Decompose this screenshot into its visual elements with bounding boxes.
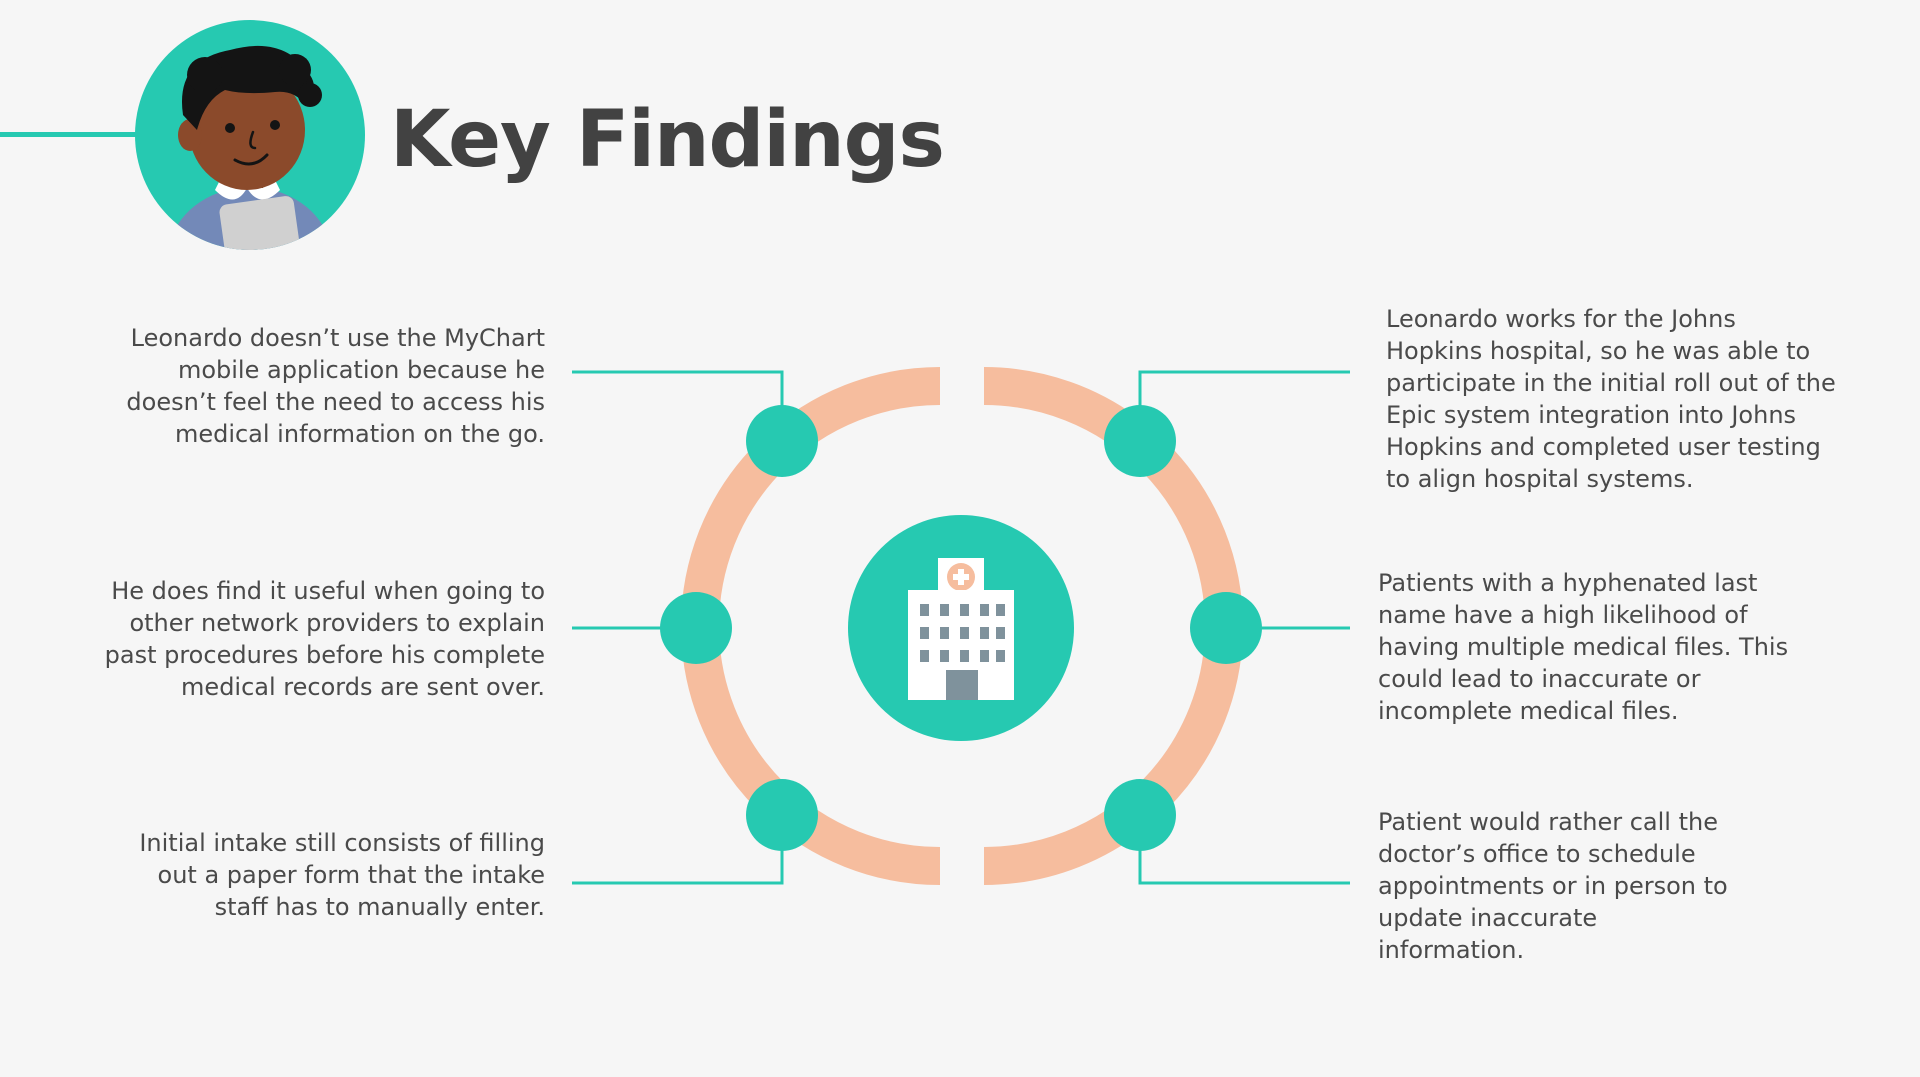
node-left-2 — [660, 592, 732, 664]
page-title: Key Findings — [390, 95, 945, 185]
node-left-1 — [746, 405, 818, 477]
node-right-1 — [1104, 405, 1176, 477]
header-accent-line — [0, 132, 150, 137]
person-avatar-icon — [135, 20, 365, 250]
hospital-icon — [848, 515, 1074, 741]
finding-right-2: Patients with a hyphenated last name hav… — [1378, 569, 1789, 725]
node-right-2 — [1190, 592, 1262, 664]
finding-left-1: Leonardo doesn’t use the MyChart mobile … — [126, 324, 545, 448]
finding-left-2: He does find it useful when going to oth… — [104, 577, 545, 701]
finding-right-3: Patient would rather call the doctor’s o… — [1378, 808, 1728, 964]
finding-left-3: Initial intake still consists of filling… — [139, 829, 545, 921]
node-right-3 — [1104, 779, 1176, 851]
node-left-3 — [746, 779, 818, 851]
finding-right-1: Leonardo works for the Johns Hopkins hos… — [1386, 305, 1836, 493]
